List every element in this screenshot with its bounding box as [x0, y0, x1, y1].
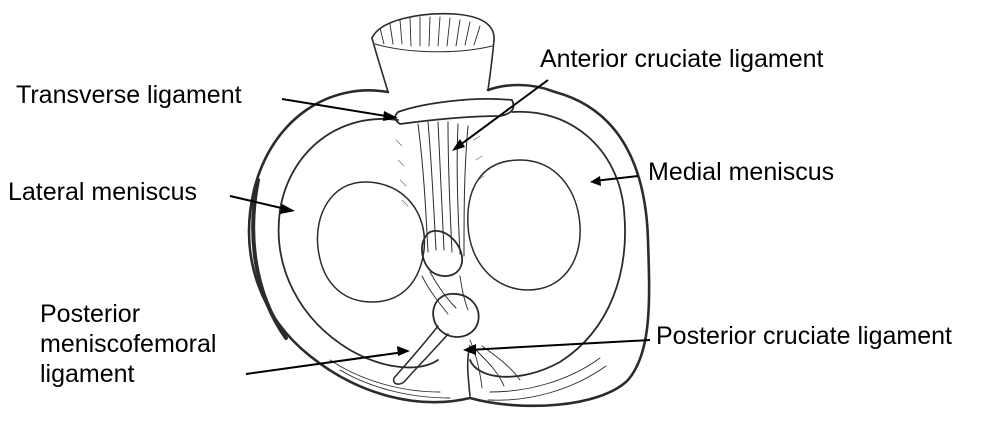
posterior-cruciate-attachment — [433, 294, 479, 337]
label-posterior-meniscofemoral-ligament: Posterior meniscofemoral ligament — [40, 299, 216, 389]
anterior-cruciate-attachment — [422, 231, 462, 276]
label-transverse-ligament: Transverse ligament — [16, 80, 242, 110]
medial-articular-surface — [468, 160, 580, 290]
lateral-meniscus-ring — [279, 119, 438, 367]
label-meniscofemoral-line3: ligament — [40, 359, 216, 389]
label-medial-meniscus: Medial meniscus — [648, 157, 834, 187]
label-posterior-cruciate-ligament: Posterior cruciate ligament — [656, 321, 952, 351]
lateral-articular-surface — [317, 182, 424, 302]
tendon-stump — [372, 14, 494, 92]
label-meniscofemoral-line1: Posterior — [40, 299, 216, 329]
meniscofemoral-band — [394, 326, 448, 384]
medial-meniscus-ring — [470, 112, 625, 377]
plateau-outline — [249, 85, 649, 406]
transverse-ligament-band — [395, 99, 513, 124]
label-anterior-cruciate-ligament: Anterior cruciate ligament — [540, 44, 823, 74]
leader-posterior-cruciate — [468, 340, 650, 350]
label-lateral-meniscus: Lateral meniscus — [8, 177, 197, 207]
label-meniscofemoral-line2: meniscofemoral — [40, 329, 216, 359]
leader-anterior-cruciate — [456, 80, 548, 148]
